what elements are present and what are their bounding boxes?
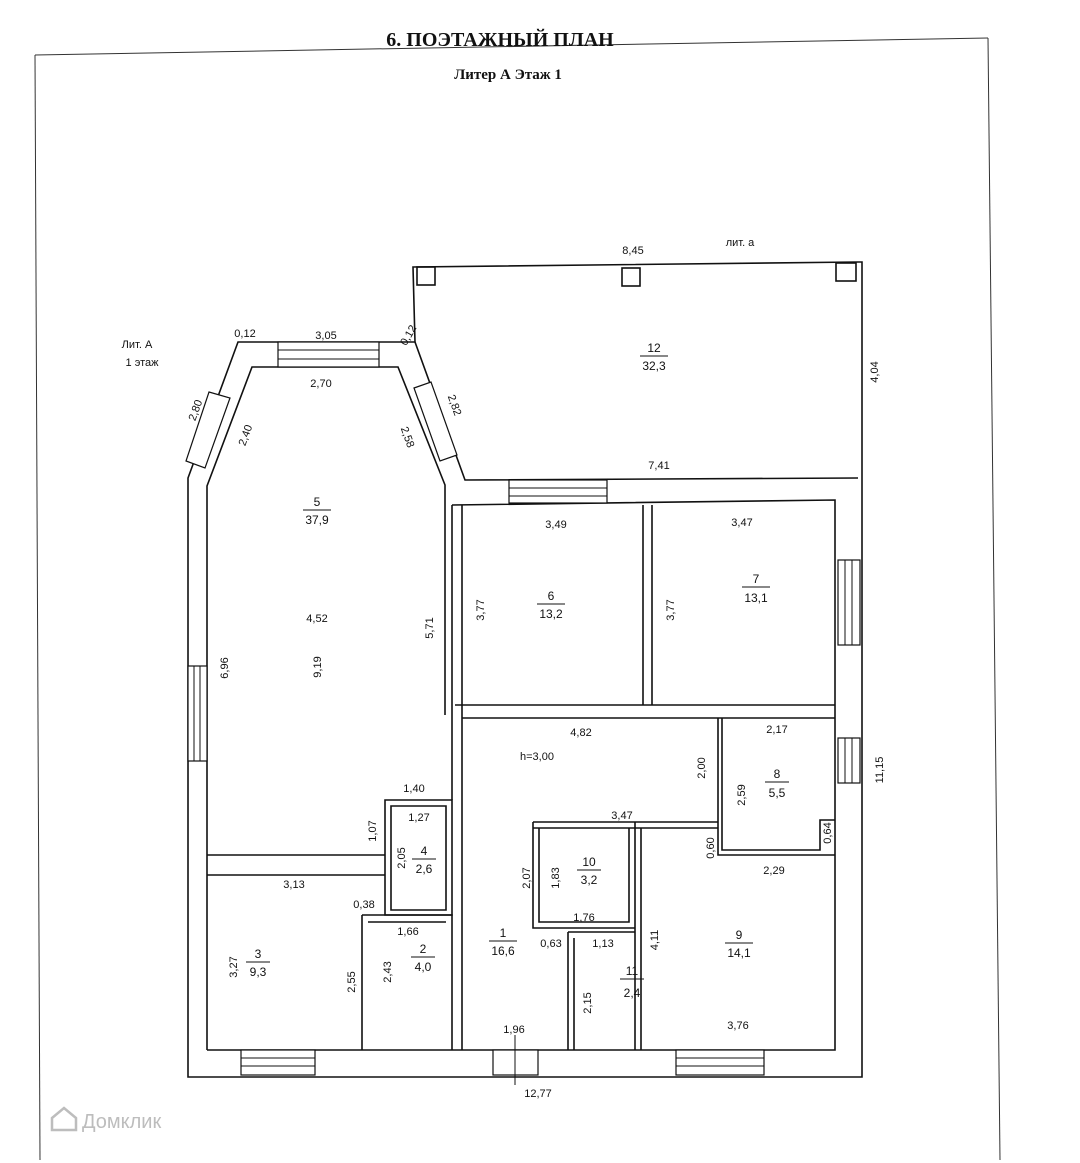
svg-text:2,58: 2,58	[398, 425, 417, 449]
svg-text:6,96: 6,96	[219, 657, 231, 678]
svg-text:1,66: 1,66	[397, 926, 418, 938]
svg-text:13,2: 13,2	[539, 607, 563, 621]
room-11: 112,4	[620, 964, 644, 1000]
svg-text:3,76: 3,76	[727, 1020, 748, 1032]
svg-text:2,59: 2,59	[736, 784, 748, 805]
room-6: 613,2	[537, 589, 565, 621]
page-border-top	[34, 37, 989, 56]
svg-text:1: 1	[500, 926, 507, 940]
svg-text:2,07: 2,07	[521, 867, 533, 888]
house-logo-icon	[50, 1106, 78, 1132]
annex-label: лит. а	[726, 237, 755, 249]
windows	[185, 341, 861, 1076]
svg-text:2,43: 2,43	[382, 961, 394, 982]
svg-text:0,60: 0,60	[705, 837, 717, 858]
svg-text:3,47: 3,47	[731, 517, 752, 529]
svg-text:11: 11	[626, 964, 639, 978]
svg-text:11,15: 11,15	[874, 757, 886, 784]
room-7: 713,1	[742, 572, 770, 605]
svg-text:3,49: 3,49	[545, 519, 566, 531]
svg-text:2,29: 2,29	[763, 865, 784, 877]
svg-text:2,00: 2,00	[696, 757, 708, 778]
room-8: 85,5	[765, 767, 789, 800]
svg-text:9,3: 9,3	[250, 965, 267, 979]
svg-text:2,70: 2,70	[310, 378, 331, 390]
svg-text:5,71: 5,71	[424, 617, 436, 638]
svg-text:3,77: 3,77	[475, 599, 487, 620]
svg-text:2,05: 2,05	[396, 847, 408, 868]
svg-text:3,05: 3,05	[315, 330, 336, 342]
svg-text:2: 2	[420, 942, 427, 956]
room-9: 914,1	[725, 928, 753, 960]
svg-text:13,1: 13,1	[744, 591, 768, 605]
svg-text:1,83: 1,83	[550, 867, 562, 888]
svg-text:9: 9	[736, 928, 743, 942]
svg-text:3,27: 3,27	[228, 956, 240, 977]
svg-text:4,0: 4,0	[415, 960, 432, 974]
room-12: 12 32,3	[640, 341, 668, 373]
svg-text:1,13: 1,13	[592, 938, 613, 950]
annotations: Лит. А 1 этаж лит. а h=3,00	[122, 237, 756, 763]
svg-text:3: 3	[255, 947, 262, 961]
page-subtitle: Литер А Этаж 1	[454, 67, 562, 83]
svg-text:0,64: 0,64	[822, 822, 834, 843]
svg-text:14,1: 14,1	[727, 946, 751, 960]
svg-text:9,19: 9,19	[312, 656, 324, 677]
domclick-watermark: Домклик	[50, 1106, 161, 1133]
svg-text:12: 12	[647, 341, 661, 355]
svg-text:12,77: 12,77	[524, 1088, 552, 1100]
room-10: 103,2	[577, 855, 601, 887]
floor-label: 1 этаж	[126, 357, 160, 369]
page-border-left	[34, 54, 41, 1161]
svg-text:Домклик: Домклик	[82, 1111, 161, 1133]
svg-text:0,38: 0,38	[353, 899, 374, 911]
svg-text:8: 8	[774, 767, 781, 781]
svg-text:8,45: 8,45	[622, 245, 643, 257]
walls	[187, 261, 863, 1078]
svg-text:5: 5	[314, 495, 321, 509]
dimensions: 0,12 3,05 0,12 2,70 8,45 7,41 3,49 3,47 …	[187, 245, 886, 1100]
svg-text:1,27: 1,27	[408, 812, 429, 824]
svg-text:1,40: 1,40	[403, 783, 424, 795]
room-1: 116,6	[489, 926, 517, 958]
svg-text:7,41: 7,41	[648, 460, 669, 472]
svg-text:1,76: 1,76	[573, 912, 594, 924]
svg-text:16,6: 16,6	[491, 944, 515, 958]
svg-text:3,2: 3,2	[581, 873, 598, 887]
svg-text:1,96: 1,96	[503, 1024, 524, 1036]
svg-text:37,9: 37,9	[305, 513, 329, 527]
litera-label: Лит. А	[122, 339, 153, 351]
svg-text:0,12: 0,12	[234, 328, 255, 340]
ceiling-height: h=3,00	[520, 751, 554, 763]
svg-text:2,17: 2,17	[766, 724, 787, 736]
svg-text:2,55: 2,55	[346, 971, 358, 992]
room-5: 537,9	[303, 495, 331, 527]
svg-text:4,52: 4,52	[306, 613, 327, 625]
svg-text:4,04: 4,04	[869, 361, 881, 382]
svg-text:6: 6	[548, 589, 555, 603]
page-title: 6. ПОЭТАЖНЫЙ ПЛАН	[386, 28, 614, 51]
svg-text:0,63: 0,63	[540, 938, 561, 950]
svg-text:2,40: 2,40	[237, 423, 256, 447]
room-3: 39,3	[246, 947, 270, 979]
page-border-right	[987, 37, 1001, 1161]
svg-text:4,82: 4,82	[570, 727, 591, 739]
svg-text:3,13: 3,13	[283, 879, 304, 891]
svg-text:10: 10	[582, 855, 596, 869]
svg-text:32,3: 32,3	[642, 359, 666, 373]
svg-text:2,4: 2,4	[624, 986, 641, 1000]
svg-text:4,11: 4,11	[649, 930, 661, 951]
svg-text:3,47: 3,47	[611, 810, 632, 822]
room-2: 24,0	[411, 942, 435, 974]
svg-text:1,07: 1,07	[367, 820, 379, 841]
svg-text:2,6: 2,6	[416, 862, 433, 876]
svg-text:2,15: 2,15	[582, 992, 594, 1013]
svg-text:2,82: 2,82	[445, 393, 464, 417]
svg-text:4: 4	[421, 844, 428, 858]
svg-text:5,5: 5,5	[769, 786, 786, 800]
room-4: 42,6	[412, 844, 436, 876]
svg-text:7: 7	[753, 572, 760, 586]
svg-text:3,77: 3,77	[665, 599, 677, 620]
